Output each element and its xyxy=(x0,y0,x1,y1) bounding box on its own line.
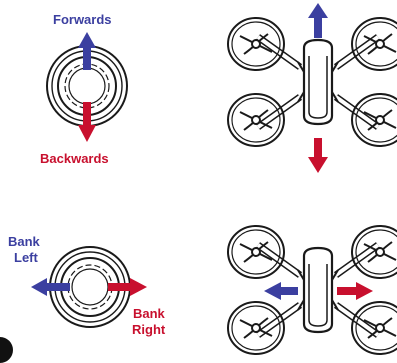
drone-icon xyxy=(228,226,397,354)
arrow-up-icon xyxy=(308,3,328,38)
arrow-down-icon xyxy=(78,102,96,142)
step-badge xyxy=(0,337,13,363)
bank-right-label-line2: Right xyxy=(132,322,166,337)
arrow-left-icon xyxy=(264,282,298,300)
arrow-left-icon xyxy=(31,278,70,296)
arrow-right-icon xyxy=(337,282,373,300)
arrow-up-icon xyxy=(78,32,96,70)
drone-icon xyxy=(228,18,397,146)
bank-left-label-line1: Bank xyxy=(8,234,40,249)
bank-left-label-line2: Left xyxy=(14,250,38,265)
backwards-label: Backwards xyxy=(40,151,109,166)
bank-right-label-line1: Bank xyxy=(133,306,165,321)
arrow-right-icon xyxy=(108,278,147,296)
arrow-down-icon xyxy=(308,138,328,173)
forwards-label: Forwards xyxy=(53,12,112,27)
